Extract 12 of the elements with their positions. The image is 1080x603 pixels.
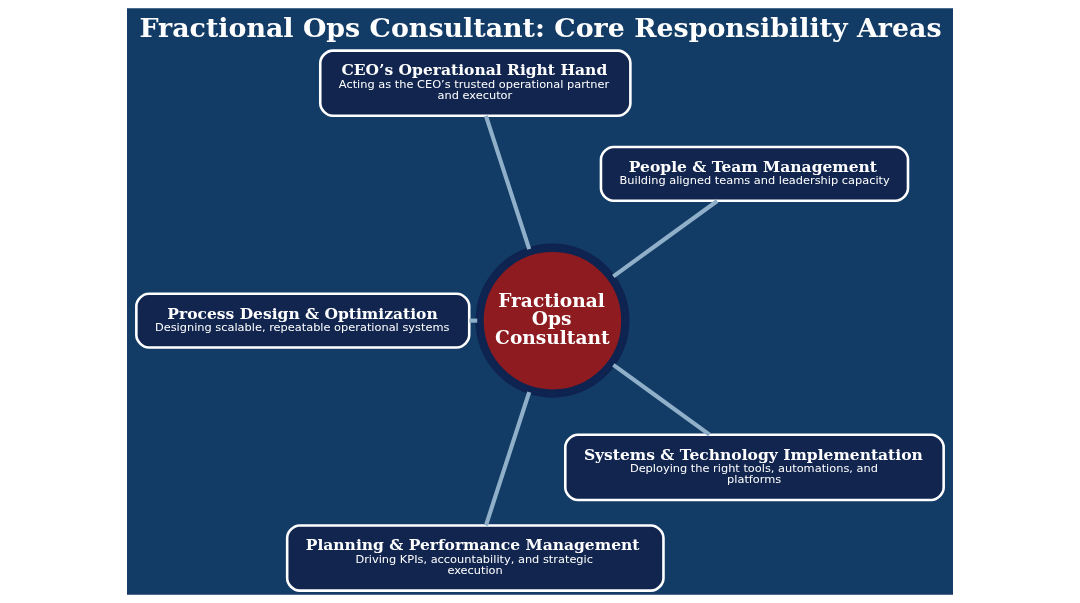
connector xyxy=(484,391,532,526)
connector xyxy=(612,363,711,437)
connector xyxy=(484,115,532,250)
node-box: Planning & Performance Management Driving KPIs, accountability, and strategic execution xyxy=(285,524,665,592)
node-box: CEO’s Operational Right Hand Acting as the CEO’s trusted operational partner and executor xyxy=(318,49,632,117)
node-circle: Fractional Ops Consultant xyxy=(475,243,630,398)
node-box: Systems & Technology Implementation Deploying the right tools, automations, and platforms xyxy=(564,433,945,502)
node-box: Process Design & Optimization Designing scalable, repeatable operational systems xyxy=(135,292,471,349)
node-box: People & Team Management Building aligned teams and leadership capacity xyxy=(599,145,910,203)
connector xyxy=(612,199,719,279)
connector xyxy=(469,318,478,323)
diagram-title: Fractional Ops Consultant: Core Responsibility Areas xyxy=(139,11,942,43)
